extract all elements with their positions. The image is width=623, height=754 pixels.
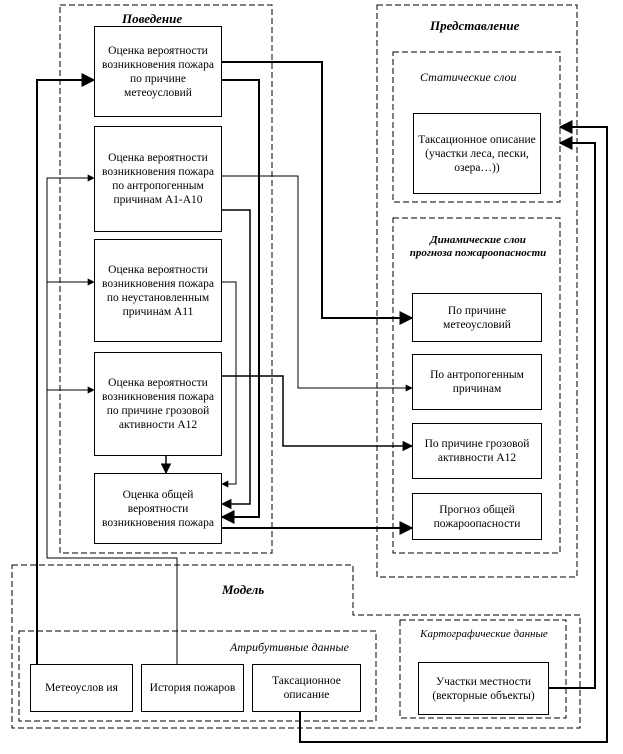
representation-title: Представление (430, 18, 520, 33)
static-layers-frame (392, 51, 561, 203)
box-thunderstorm-probability: Оценка вероятности возникновения пожара … (94, 352, 222, 456)
conn-b2-b5 (220, 209, 251, 510)
box-dynamic-overall: Прогноз общей пожароопасности (412, 493, 542, 540)
dynamic-layers-title: Динамические слои прогноза пожароопаснос… (409, 234, 547, 259)
box-dynamic-meteo: По причине метеоусловий (412, 293, 542, 342)
conn-taxation-static (299, 120, 608, 743)
conn-b3-b5 (221, 281, 237, 488)
representation-frame (376, 4, 578, 578)
box-anthropogenic-probability: Оценка вероятности возникновения пожара … (94, 126, 222, 232)
box-dynamic-anthropogenic: По антропогенным причинам (412, 354, 542, 410)
box-model-terrain-areas: Участки местности (векторные объекты) (418, 662, 549, 715)
box-model-fire-history: История пожаров (141, 664, 244, 712)
model-frame (11, 564, 581, 729)
attribute-data-frame (18, 630, 377, 722)
conn-b1-d1 (222, 61, 414, 325)
box-dynamic-thunderstorm: По причине грозовой активности A12 (412, 423, 542, 479)
cartographic-data-title: Картографические данные (420, 628, 548, 640)
model-title: Модель (222, 582, 265, 597)
conn-b2-d2 (222, 175, 413, 392)
behavior-frame (59, 4, 273, 554)
attribute-data-title: Атрибутивные данные (230, 640, 349, 654)
conn-b1-b5 (220, 79, 260, 524)
dynamic-layers-frame (392, 217, 561, 554)
box-overall-probability: Оценка общей вероятности возникновения п… (94, 473, 222, 544)
box-unknown-causes-probability: Оценка вероятности возникновения пожара … (94, 239, 222, 342)
cartographic-data-frame (399, 619, 567, 719)
box-static-taxation: Таксационное описание (участки леса, пес… (413, 113, 541, 194)
conn-terrain-static (549, 136, 596, 689)
box-model-taxation: Таксационное описание (252, 664, 361, 712)
conn-history-in (46, 174, 178, 664)
box-meteo-probability: Оценка вероятности возникновения пожара … (94, 26, 222, 117)
conn-b4-d3 (222, 375, 414, 452)
conn-meteo-in (36, 73, 96, 664)
static-layers-title: Статические слои (420, 70, 517, 84)
behavior-title: Поведение (122, 11, 183, 26)
box-model-meteo: Метеоуслов ия (30, 664, 133, 712)
